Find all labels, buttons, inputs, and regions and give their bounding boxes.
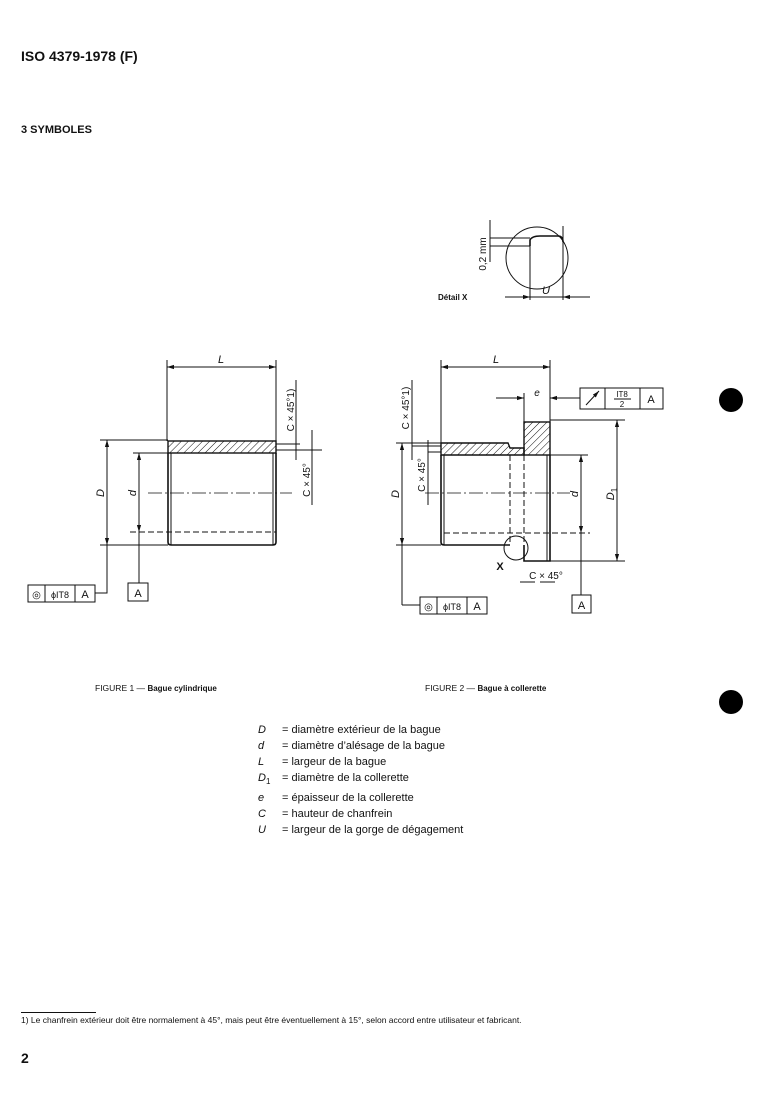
- svg-text:D1: D1: [605, 487, 619, 500]
- page-number: 2: [21, 1050, 29, 1066]
- detail-dim-02: 0,2 mm: [478, 237, 489, 270]
- legend-item: D1 = diamètre de la collerette: [258, 770, 463, 790]
- legend-text: = diamètre d’alésage de la bague: [282, 740, 445, 752]
- section-title: 3 SYMBOLES: [21, 124, 92, 136]
- legend-item: C = hauteur de chanfrein: [258, 806, 463, 822]
- document-header: ISO 4379-1978 (F): [21, 48, 138, 64]
- runout-numerator: IT8: [616, 390, 628, 399]
- caption-prefix: FIGURE 1 —: [95, 683, 148, 693]
- legend-text: = épaisseur de la collerette: [282, 792, 414, 805]
- detail-dim-u: U: [542, 285, 550, 297]
- fig1-dim-D: D: [95, 489, 107, 497]
- fig2-dim-L: L: [493, 354, 499, 366]
- concentricity-icon: ◎: [424, 602, 433, 613]
- fig2-dim-D: D: [390, 490, 402, 498]
- footnote: 1) Le chanfrein extérieur doit être norm…: [21, 1015, 522, 1025]
- legend-item: d = diamètre d’alésage de la bague: [258, 738, 463, 754]
- runout-datum: A: [647, 394, 655, 406]
- symbol-legend: D = diamètre extérieur de la bague d = dia…: [258, 722, 463, 838]
- legend-symbol: C: [258, 808, 266, 821]
- fig2-tolerance-value: ϕIT8: [443, 602, 461, 612]
- caption-prefix: FIGURE 2 —: [425, 683, 478, 693]
- legend-text: = largeur de la gorge de dégagement: [282, 824, 464, 837]
- legend-symbol: e: [258, 792, 265, 805]
- legend-item: e = épaisseur de la collerette: [258, 790, 463, 806]
- legend-subscript: 1: [265, 777, 271, 787]
- fig1-dim-L: L: [218, 354, 224, 366]
- punch-hole: [719, 388, 743, 412]
- legend-text: = hauteur de chanfrein: [282, 808, 393, 821]
- legend-symbol: d: [258, 740, 265, 752]
- footnote-rule: [21, 1012, 96, 1013]
- fig2-detail-ref: X: [496, 561, 504, 573]
- fig2-chamfer-outer: C × 45°1): [401, 387, 412, 430]
- legend-item: U = largeur de la gorge de dégagement: [258, 822, 463, 838]
- legend-symbol: D: [258, 724, 266, 736]
- figure-2-caption: FIGURE 2 — Bague à collerette: [425, 683, 546, 693]
- fig1-chamfer-outer: C × 45°1): [286, 389, 297, 432]
- fig1-chamfer-inner: C × 45°: [302, 463, 313, 497]
- figure-1-caption: FIGURE 1 — Bague cylindrique: [95, 683, 217, 693]
- concentricity-icon: ◎: [32, 590, 41, 601]
- punch-hole: [719, 690, 743, 714]
- fig1-tolerance-datum: A: [81, 589, 89, 601]
- fig2-dim-D1: D: [605, 492, 617, 500]
- detail-label: Détail X: [438, 293, 468, 302]
- figure-2-drawing: L e IT8 2 A ↗ X C × 45° D: [390, 354, 664, 615]
- fig1-tolerance-value: ϕIT8: [51, 590, 69, 600]
- legend-text: = diamètre extérieur de la bague: [282, 724, 441, 736]
- legend-item: D = diamètre extérieur de la bague: [258, 722, 463, 738]
- detail-x: 0,2 mm U Détail X: [438, 220, 590, 302]
- fig1-dim-d: d: [127, 489, 139, 496]
- fig1-datum-A: A: [134, 588, 142, 600]
- legend-symbol: U: [258, 824, 266, 837]
- fig2-dim-d: d: [569, 490, 581, 497]
- fig2-chamfer-flange: C × 45°: [529, 571, 563, 582]
- fig2-chamfer-inner: C × 45°: [417, 458, 428, 492]
- figure-1-drawing: L D d C × 45°1) C × 45° A ◎ ϕIT8 A: [27, 354, 322, 603]
- legend-text: = diamètre de la collerette: [282, 772, 409, 784]
- fig2-datum-A: A: [578, 600, 586, 612]
- fig2-tolerance-datum: A: [473, 601, 481, 613]
- legend-text: = largeur de la bague: [282, 756, 387, 768]
- fig2-dim-e: e: [534, 388, 540, 399]
- legend-item: L = largeur de la bague: [258, 754, 463, 770]
- caption-title: Bague à collerette: [477, 684, 547, 693]
- legend-symbol: L: [258, 756, 265, 768]
- fig2-dim-D1-sub: 1: [610, 487, 619, 492]
- caption-title: Bague cylindrique: [147, 684, 217, 693]
- runout-denominator: 2: [620, 400, 625, 409]
- legend-symbol: D: [258, 772, 266, 784]
